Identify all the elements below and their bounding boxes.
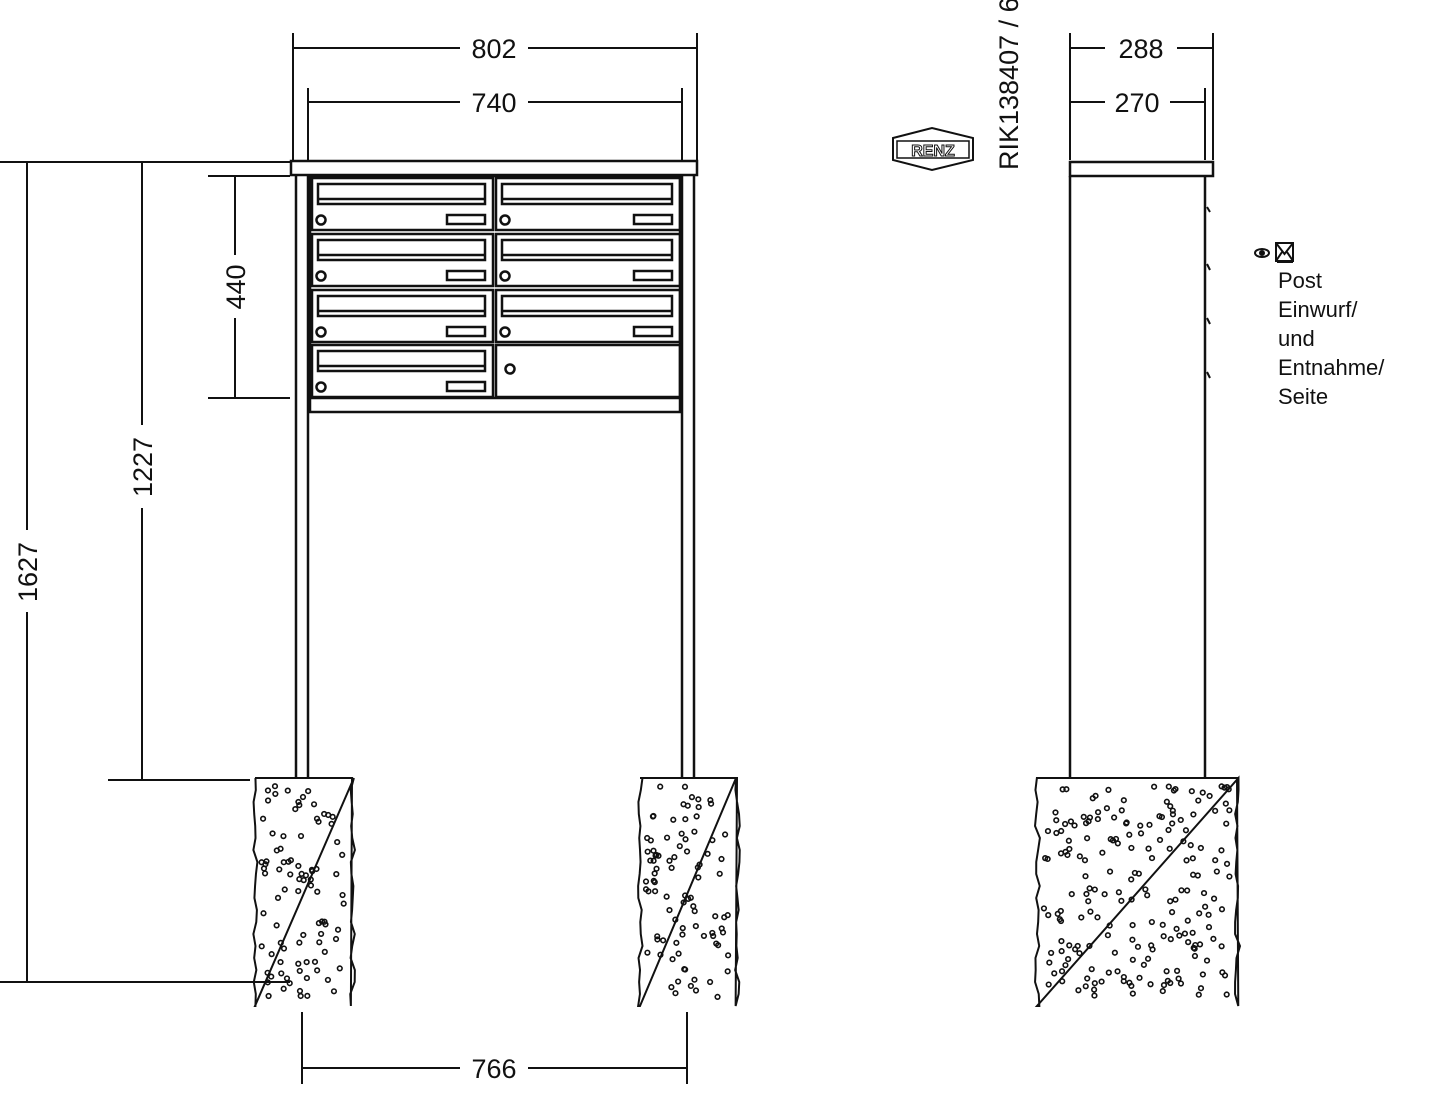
dimension-total-height: 1627 (0, 161, 290, 983)
mailbox-compartment (310, 343, 495, 399)
concrete-foundations (252, 775, 1242, 1007)
dimension-overall-width: 802 (292, 33, 698, 160)
dim-label-288: 288 (1118, 34, 1163, 64)
lock-icon (315, 214, 327, 226)
lock-icon (499, 214, 511, 226)
dim-label-802: 802 (471, 34, 516, 64)
mail-slot (500, 182, 674, 206)
renz-logo: RENZ (892, 126, 974, 172)
mail-slot (500, 294, 674, 318)
dimension-mount-height: 1227 (108, 162, 250, 781)
dimension-post-spacing: 766 (301, 1012, 688, 1084)
dim-label-270: 270 (1114, 88, 1159, 118)
mail-slot (316, 182, 487, 206)
name-plate (445, 380, 487, 393)
mailbox-compartments (310, 176, 682, 399)
lock-icon (499, 270, 511, 282)
note-line: Entnahme/ (1278, 355, 1385, 380)
dimension-box-height: 440 (208, 175, 290, 399)
note-line: Einwurf/ (1278, 297, 1358, 322)
svg-text:RENZ: RENZ (911, 143, 955, 160)
side-access-note: Post Einwurf/ und Entnahme/ Seite (1278, 266, 1384, 411)
mailbox-compartment (310, 288, 495, 344)
mailbox-compartment (494, 288, 682, 344)
note-line: Post (1278, 268, 1323, 293)
lock-icon (504, 363, 516, 375)
dim-label-440: 440 (221, 264, 251, 309)
mail-slot (316, 294, 487, 318)
lock-icon (315, 381, 327, 393)
dim-label-1227: 1227 (128, 437, 158, 497)
mail-slot (316, 349, 487, 373)
dim-label-740: 740 (471, 88, 516, 118)
lock-icon (315, 270, 327, 282)
article-code: RIK138407 / 60 (994, 0, 1024, 170)
dim-label-766: 766 (471, 1054, 516, 1084)
mail-slot (500, 238, 674, 262)
mailbox-compartment (494, 176, 682, 232)
name-plate (445, 325, 487, 338)
name-plate (445, 213, 487, 226)
note-line: Seite (1278, 384, 1329, 409)
dimension-inner-width: 740 (307, 88, 683, 160)
concrete-block (252, 777, 356, 1007)
concrete-block (1033, 775, 1242, 1007)
lock-icon (499, 326, 511, 338)
lock-icon (315, 326, 327, 338)
mail-slot (316, 238, 487, 262)
name-plate (632, 213, 674, 226)
name-plate (632, 269, 674, 282)
dim-label-1627: 1627 (13, 542, 43, 602)
mailbox-compartment (494, 343, 682, 399)
mailbox-compartment (494, 232, 682, 288)
front-view (289, 159, 699, 778)
concrete-block (636, 777, 741, 1007)
name-plate (445, 269, 487, 282)
side-view: 288 270 (1068, 33, 1215, 778)
mailbox-compartment (310, 232, 495, 288)
mailbox-compartment (310, 176, 495, 232)
note-line: und (1278, 326, 1315, 351)
name-plate (632, 325, 674, 338)
